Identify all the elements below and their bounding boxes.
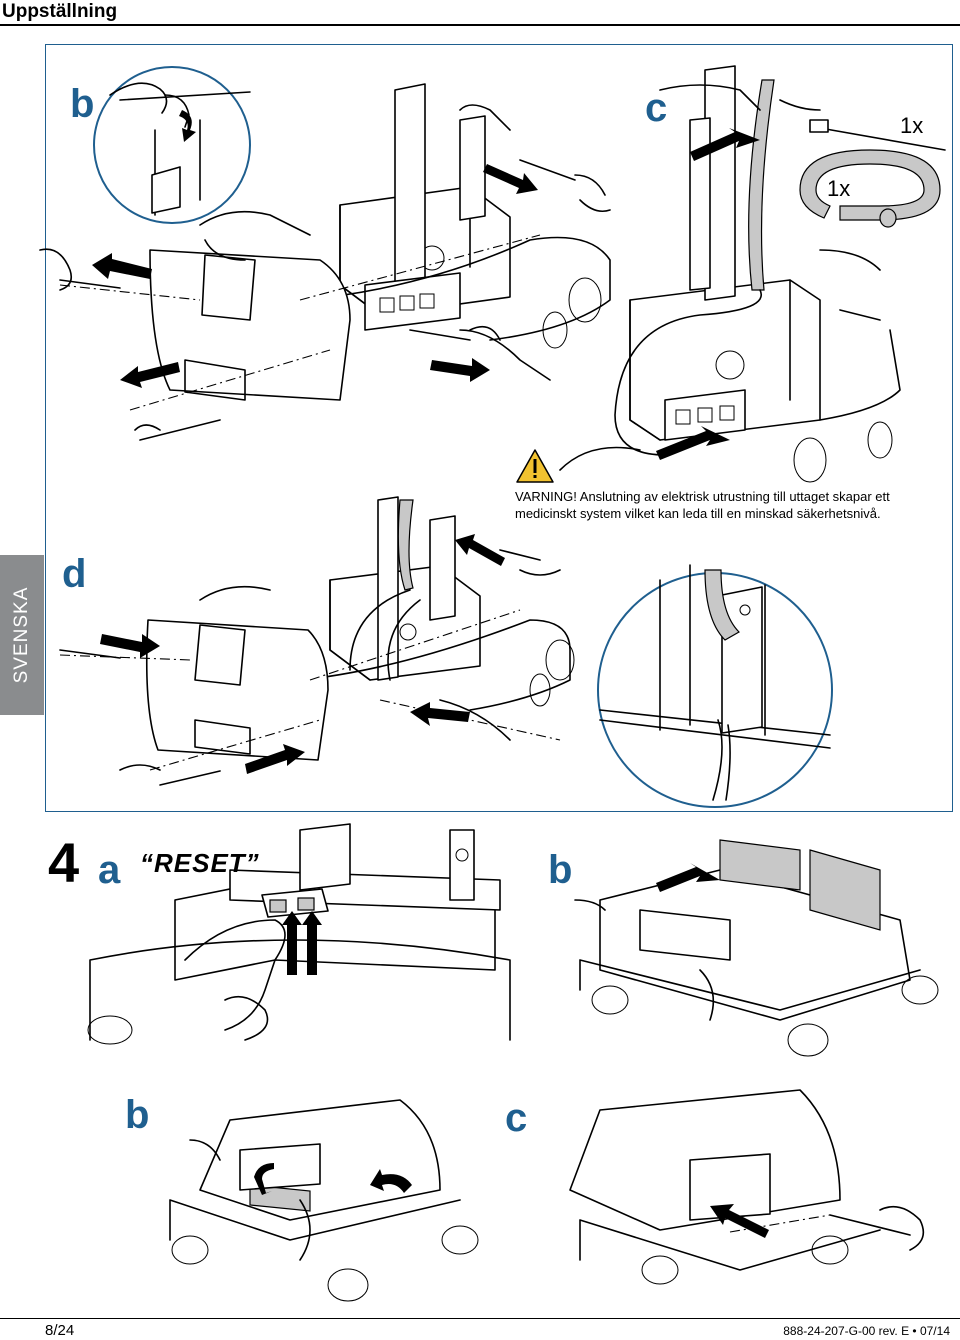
reset-label: “RESET” [140,848,260,878]
footer-rule [0,1318,960,1319]
warning-icon [516,449,554,483]
language-tab: SVENSKA [0,555,44,715]
document-number: 888-24-207-G-00 rev. E • 07/14 [783,1324,950,1338]
step-3-frame [45,44,953,812]
step-4b-label: b [548,848,573,892]
illustration-5c-fasten-screw [569,1089,925,1285]
step-4a-label: a [98,848,121,892]
header-rule [0,24,960,26]
step-d-label: d [62,552,87,596]
illustration-d-reinstall-cover [59,496,833,808]
step-5c-label: c [505,1096,528,1140]
illustration-c-route-cable [559,65,946,483]
warning-text: VARNING! Anslutning av elektrisk utrustn… [515,489,890,521]
tube-count: 1x [827,176,851,201]
step-c-label: c [645,86,668,130]
cable-tie-count: 1x [900,113,924,138]
step-b-label: b [70,82,95,126]
illustration-b-remove-cover [39,66,611,441]
page-title: Uppställning [2,1,118,22]
detail-circle-b [93,66,251,224]
step-4-number: 4 [48,831,80,894]
illustration-5b-fold-cover [169,1099,479,1302]
illustration-4a-reset [87,823,511,1045]
page-number: 8/24 [45,1322,75,1339]
step-5b-label: b [125,1093,150,1137]
illustration-4b-slide-cover [574,839,939,1057]
